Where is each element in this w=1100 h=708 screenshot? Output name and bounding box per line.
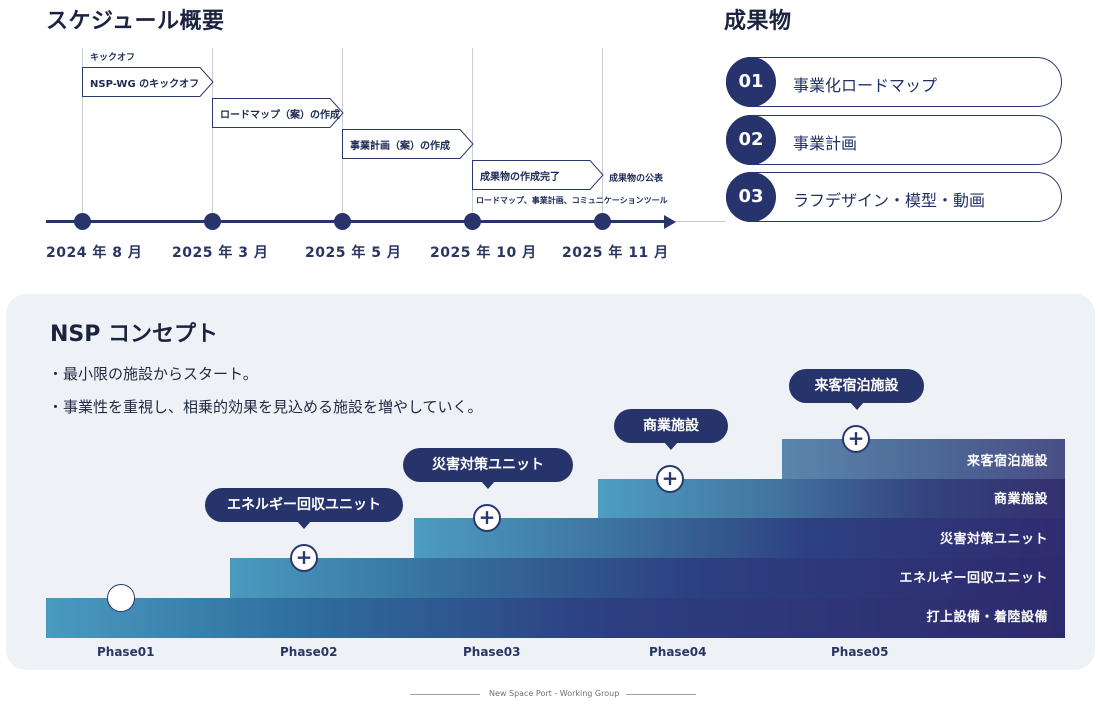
concept-bullet: ・最小限の施設からスタート。 [48,365,258,383]
timeline-guide-line [602,48,603,220]
step-arrow-shape [342,129,474,159]
layer-label: 商業施設 [993,492,1048,507]
start-marker [107,584,135,612]
step-label: 成果物の作成完了 [480,172,560,183]
layer-label: 来客宿泊施設 [966,454,1048,469]
step-label: ロードマップ（案）の作成 [220,110,340,121]
deliverable-number: 02 [726,115,776,165]
callout-disaster: 災害対策ユニット [403,448,573,489]
plus-icon: + [473,504,501,532]
step-arrow-shape [82,67,214,97]
callout-lodging: 来客宿泊施設 [789,369,924,410]
callout-energy: エネルギー回収ユニット [205,488,403,529]
deliverable-item: 02 事業計画 [726,115,1062,165]
footer-divider [626,694,696,695]
milestone-dot [74,213,91,230]
timeline-guide-line [82,48,83,220]
footer-text: New Space Port - Working Group [489,689,620,698]
milestone-dot [204,213,221,230]
timeline-step: NSP-WG のキックオフ [82,67,214,97]
timeline-guide-line [212,48,213,220]
step-label: NSP-WG のキックオフ [90,79,200,90]
deliverables-title: 成果物 [724,9,792,34]
step-arrow-shape [472,160,604,190]
phase-label: Phase02 [280,645,338,659]
layer-band-launch [46,598,1065,638]
milestone-dot [334,213,351,230]
phase-label: Phase04 [649,645,707,659]
phase-label: Phase01 [97,645,155,659]
timeline-step: 事業計画（案）の作成 [342,129,474,159]
milestone-date: 2025 年 10 月 [430,245,537,261]
deliverable-number: 01 [726,57,776,107]
timeline-guide-line [472,48,473,220]
phase-label: Phase05 [831,645,889,659]
timeline-axis [46,220,668,223]
milestone-date: 2025 年 3 月 [172,245,269,261]
step-label: 事業計画（案）の作成 [350,141,450,152]
milestone-date: 2025 年 5 月 [305,245,402,261]
deliverable-label: 事業化ロードマップ [793,76,938,95]
deliverable-note: ロードマップ、事業計画、コミュニケーションツール [476,196,668,205]
deliverable-item: 01 事業化ロードマップ [726,57,1062,107]
milestone-date: 2024 年 8 月 [46,245,143,261]
timeline-step: 成果物の作成完了 [472,160,604,190]
layer-band-lodging [782,439,1065,479]
deliverable-label: ラフデザイン・模型・動画 [793,191,986,210]
concept-bullet: ・事業性を重視し、相乗的効果を見込める施設を増やしていく。 [48,398,483,416]
arrow-right-icon [664,215,676,229]
footer-divider [410,694,480,695]
concept-title: NSP コンセプト [50,322,219,347]
timeline-axis-extension [668,221,726,222]
schedule-title: スケジュール概要 [46,9,225,34]
deliverable-number: 03 [726,172,776,222]
plus-icon: + [290,544,318,572]
milestone-date: 2025 年 11 月 [562,245,669,261]
layer-label: 災害対策ユニット [939,532,1048,547]
layer-label: エネルギー回収ユニット [899,571,1048,586]
layer-label: 打上設備・着陸設備 [926,610,1048,625]
timeline-step: ロードマップ（案）の作成 [212,98,344,128]
publish-label: 成果物の公表 [609,174,664,184]
kickoff-label: キックオフ [90,53,136,63]
step-arrow-shape [212,98,344,128]
callout-commercial: 商業施設 [614,409,728,450]
plus-icon: + [656,465,684,493]
layer-band-disaster [414,518,1065,558]
deliverable-label: 事業計画 [793,134,858,153]
milestone-dot [594,213,611,230]
deliverable-item: 03 ラフデザイン・模型・動画 [726,172,1062,222]
milestone-dot [464,213,481,230]
layer-band-energy [230,558,1065,598]
plus-icon: + [842,425,870,453]
phase-label: Phase03 [463,645,521,659]
